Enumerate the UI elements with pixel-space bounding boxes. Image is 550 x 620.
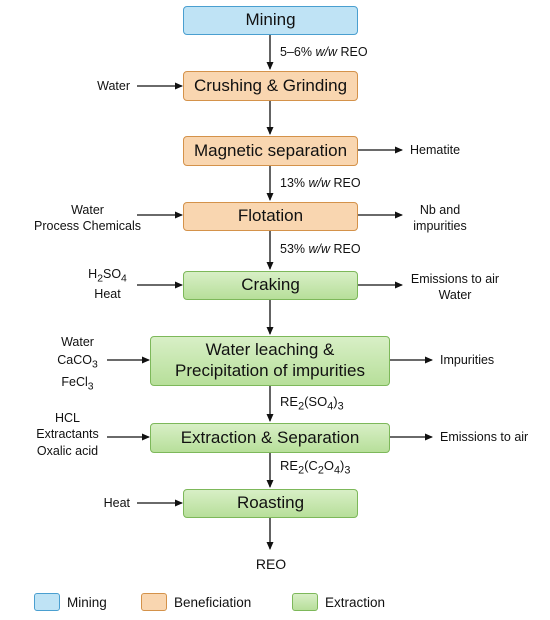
node-magnetic-label: Magnetic separation <box>193 140 348 160</box>
label-reo-5-6: 5–6% w/w REO <box>280 45 368 59</box>
node-crushing-grinding: Crushing & Grinding <box>183 71 358 101</box>
node-crushing-label: Crushing & Grinding <box>193 75 348 95</box>
label-re2-c2o4-3: RE2(C2O4)3 <box>280 458 351 477</box>
node-flotation: Flotation <box>183 202 358 231</box>
label-reo-13: 13% w/w REO <box>280 176 361 190</box>
node-extraction-label: Extraction & Separation <box>180 427 360 447</box>
input-extraction: HCL Extractants Oxalic acid <box>36 411 99 458</box>
legend-swatch-mining <box>34 593 60 611</box>
node-craking: Craking <box>183 271 358 300</box>
legend-swatch-beneficiation <box>141 593 167 611</box>
input-leaching: Water CaCO3 FeCl3 <box>57 335 98 393</box>
node-craking-label: Craking <box>241 275 300 295</box>
legend-label-mining: Mining <box>67 595 107 610</box>
node-roasting-label: Roasting <box>236 493 305 513</box>
node-mining: Mining <box>183 6 358 35</box>
output-extraction-emissions: Emissions to air <box>440 430 529 444</box>
node-magnetic-separation: Magnetic separation <box>183 136 358 166</box>
input-flotation: Water Process Chemicals <box>34 203 141 234</box>
node-flotation-label: Flotation <box>237 206 304 226</box>
input-water-crushing: Water <box>97 79 130 93</box>
legend-label-extraction: Extraction <box>325 595 386 610</box>
output-impurities: Impurities <box>440 353 495 367</box>
label-reo-53: 53% w/w REO <box>280 242 361 256</box>
output-hematite: Hematite <box>410 143 461 157</box>
node-extraction-separation: Extraction & Separation <box>150 423 390 453</box>
node-mining-label: Mining <box>245 10 296 30</box>
label-re2-so4-3: RE2(SO4)3 <box>280 394 344 413</box>
legend-label-beneficiation: Beneficiation <box>174 595 252 610</box>
legend-swatch-extraction <box>292 593 318 611</box>
node-leaching-label-2: Precipitation of impurities <box>175 361 365 380</box>
node-roasting: Roasting <box>183 489 358 518</box>
output-craking-emissions: Emissions to air Water <box>410 272 500 303</box>
output-nb-impurities: Nb and impurities <box>413 203 467 234</box>
node-water-leaching: Water leaching & Precipitation of impuri… <box>150 336 390 386</box>
input-heat-roasting: Heat <box>103 496 130 510</box>
input-craking: H2SO4 Heat <box>88 267 127 302</box>
label-final-reo: REO <box>255 556 287 572</box>
node-leaching-label-1: Water leaching & <box>205 340 335 360</box>
